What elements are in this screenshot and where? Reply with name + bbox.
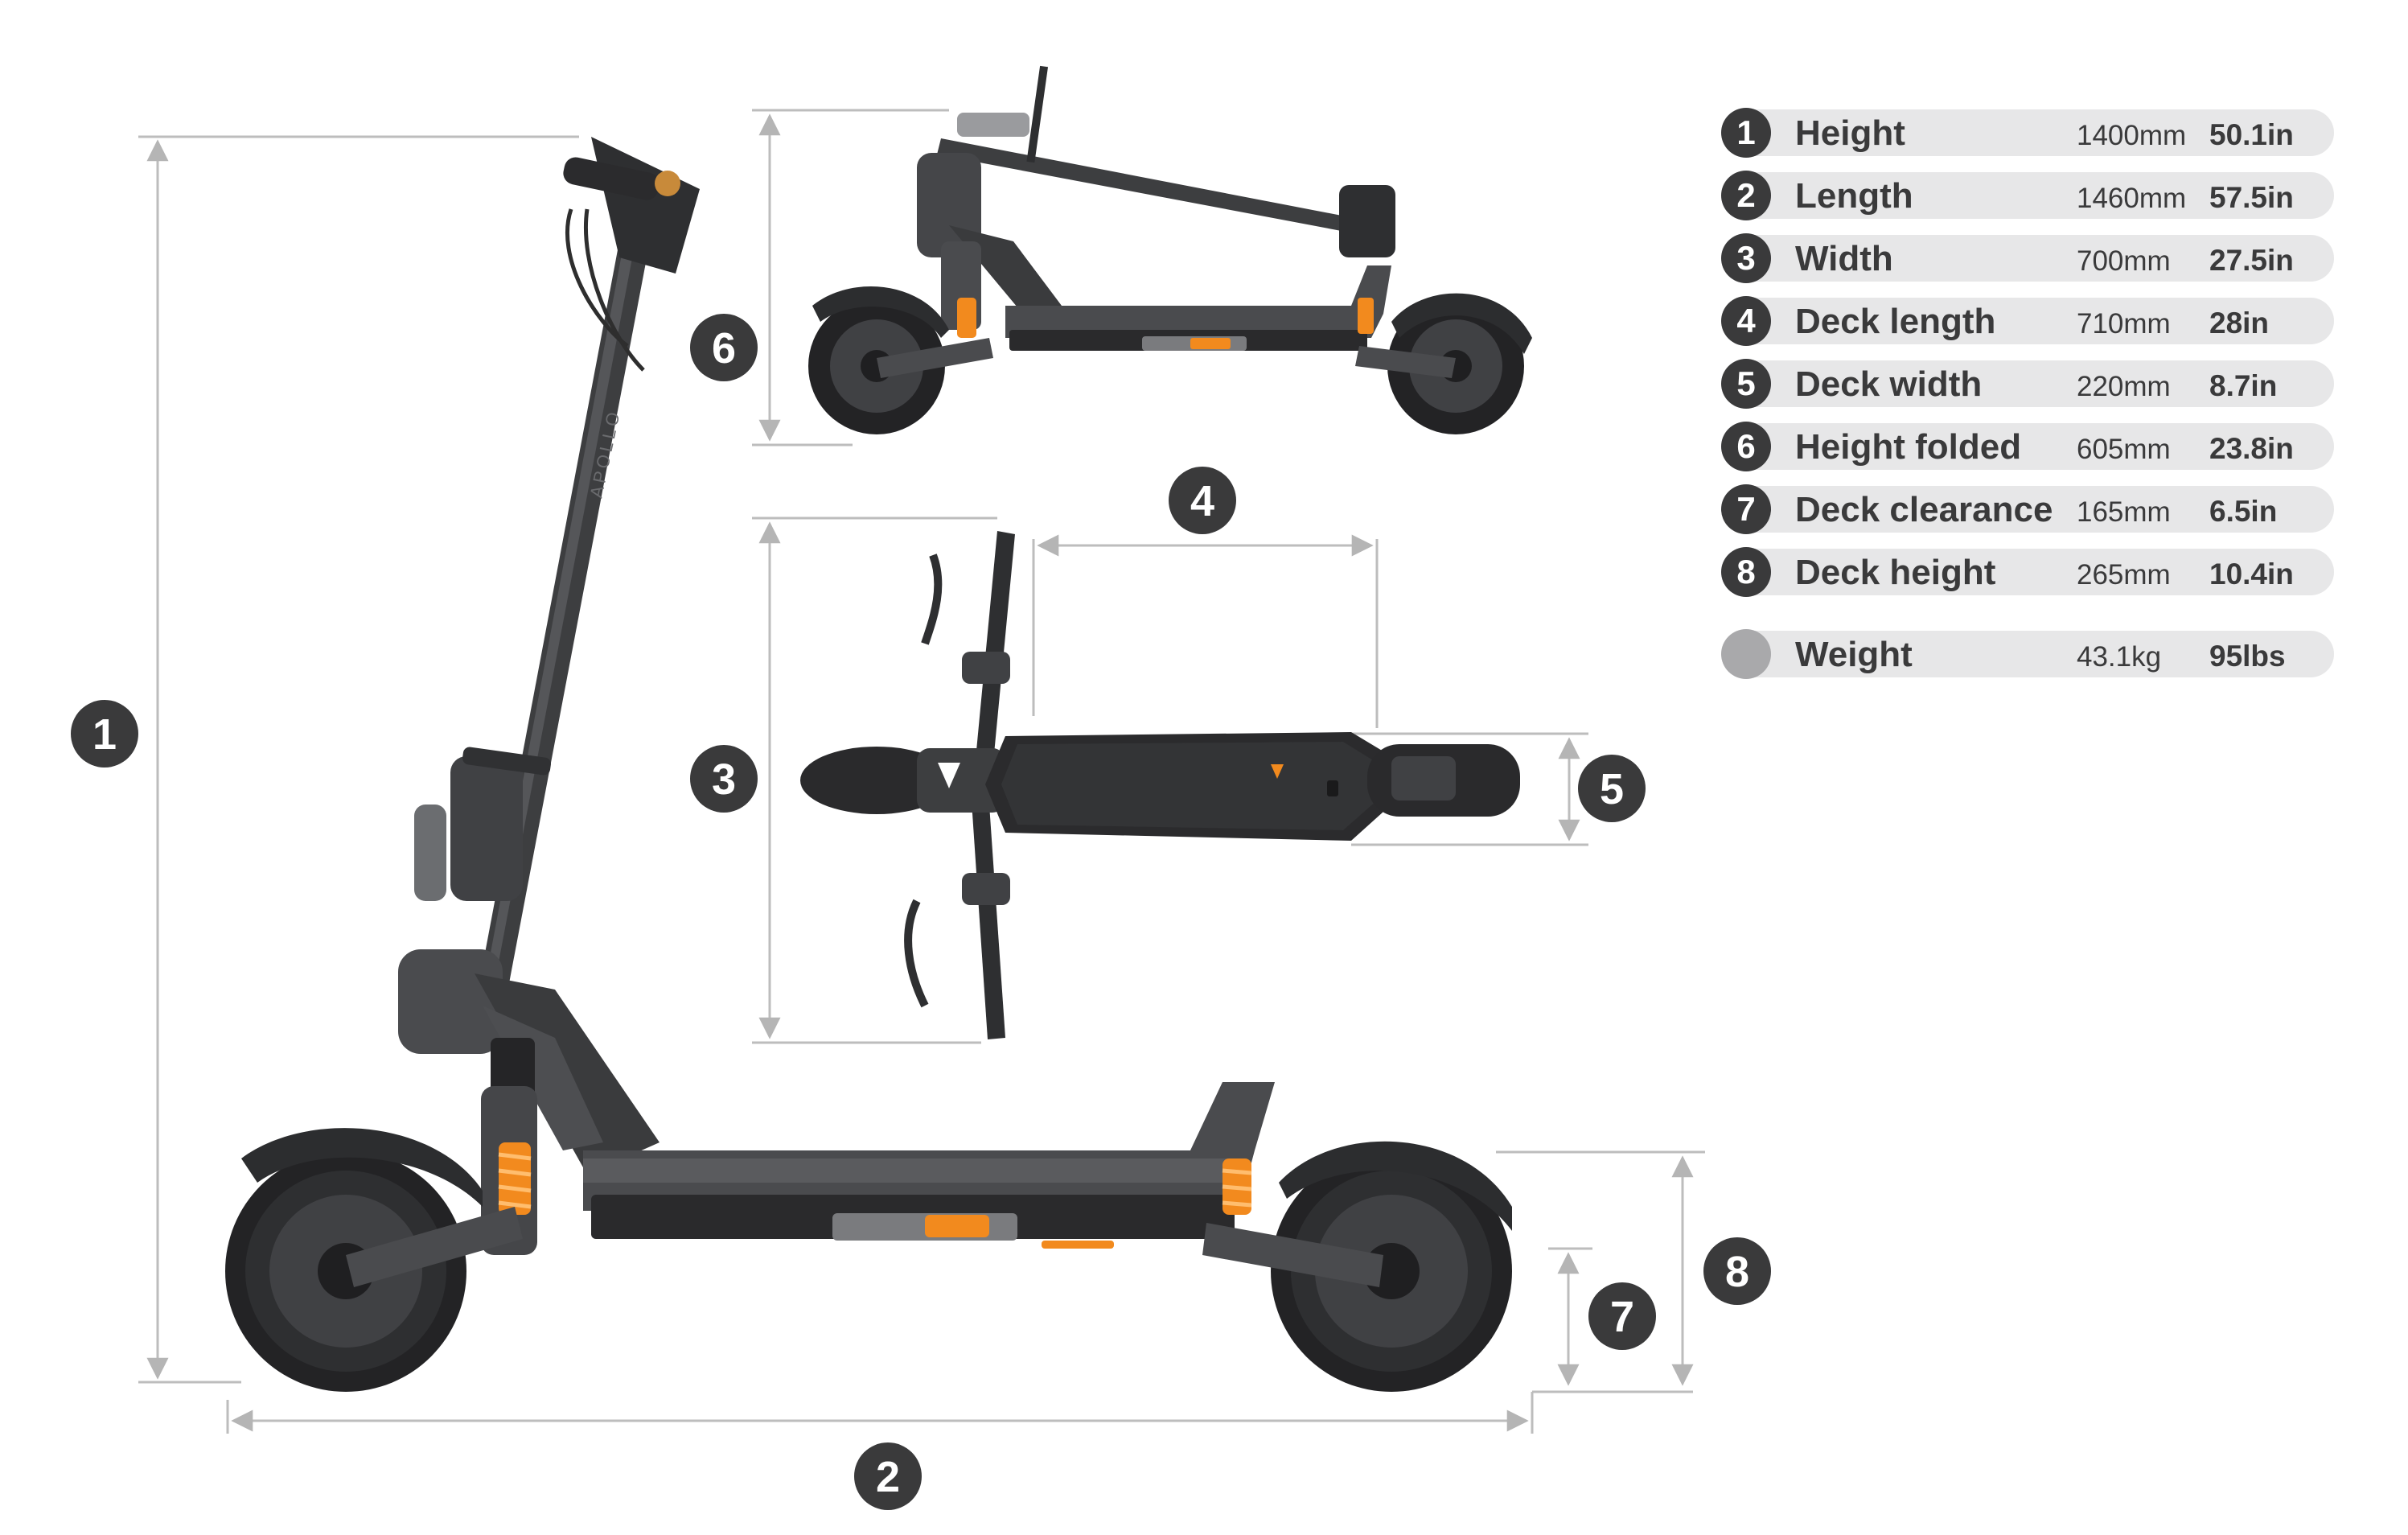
scooter-folded-view <box>808 65 1532 434</box>
spec-row-deck-width: 5 Deck width 220mm 8.7in <box>1721 359 2334 409</box>
callout-7: 7 <box>1610 1293 1634 1341</box>
spec-label: Height <box>1795 113 1905 153</box>
spec-label: Height folded <box>1795 427 2022 467</box>
spec-metric-value: 1400mm <box>2077 120 2187 151</box>
spec-imperial-value: 27.5in <box>2209 244 2294 277</box>
spec-imperial-value: 28in <box>2209 307 2270 340</box>
spec-label: Length <box>1795 176 1913 216</box>
spec-metric-value: 710mm <box>2077 308 2171 340</box>
callout-2: 2 <box>876 1453 900 1501</box>
weight-dot-icon <box>1721 629 1771 679</box>
callout-6: 6 <box>712 324 736 372</box>
spec-label: Width <box>1795 239 1893 278</box>
spec-row-deck-length: 4 Deck length 710mm 28in <box>1721 296 2334 346</box>
spec-badge: 4 <box>1721 296 1771 346</box>
spec-metric-value: 605mm <box>2077 434 2171 465</box>
spec-metric-value: 1460mm <box>2077 183 2187 214</box>
spec-metric-value: 700mm <box>2077 245 2171 277</box>
spec-label: Deck clearance <box>1795 490 2053 529</box>
callout-3: 3 <box>712 755 736 804</box>
spec-row-deck-height: 8 Deck height 265mm 10.4in <box>1721 547 2334 597</box>
spec-badge: 8 <box>1721 547 1771 597</box>
spec-imperial-value: 57.5in <box>2209 181 2294 214</box>
scooter-top-view <box>800 531 1520 1039</box>
spec-imperial-value: 10.4in <box>2209 558 2294 591</box>
spec-metric-value: 220mm <box>2077 371 2171 402</box>
spec-row-deck-clearance: 7 Deck clearance 165mm 6.5in <box>1721 484 2334 534</box>
spec-badge: 3 <box>1721 233 1771 283</box>
spec-badge: 7 <box>1721 484 1771 534</box>
spec-badge: 6 <box>1721 422 1771 471</box>
spec-metric-value: 265mm <box>2077 559 2171 591</box>
spec-row-length: 2 Length 1460mm 57.5in <box>1721 171 2334 220</box>
spec-label: Deck width <box>1795 364 1983 404</box>
spec-label: Deck length <box>1795 302 1996 341</box>
spec-imperial-value: 95lbs <box>2209 640 2286 673</box>
spec-row-width: 3 Width 700mm 27.5in <box>1721 233 2334 283</box>
spec-imperial-value: 6.5in <box>2209 495 2278 528</box>
spec-badge: 2 <box>1721 171 1771 220</box>
scooter-side-view <box>225 137 1512 1392</box>
spec-label: Weight <box>1795 635 1913 674</box>
callout-4: 4 <box>1190 477 1214 525</box>
spec-imperial-value: 50.1in <box>2209 118 2294 151</box>
dimension-callouts: 1 2 3 4 5 6 7 8 <box>71 314 1771 1510</box>
dimension-lines <box>138 109 1705 1434</box>
spec-imperial-value: 23.8in <box>2209 432 2294 465</box>
callout-8: 8 <box>1725 1248 1749 1296</box>
spec-badge: 1 <box>1721 108 1771 158</box>
spec-badge: 5 <box>1721 359 1771 409</box>
spec-row-height-folded: 6 Height folded 605mm 23.8in <box>1721 422 2334 471</box>
spec-table: 1 Height 1400mm 50.1in 2 Length 1460mm 5… <box>1721 108 2334 693</box>
spec-metric-value: 43.1kg <box>2077 641 2162 673</box>
spec-row-weight: Weight 43.1kg 95lbs <box>1721 629 2334 679</box>
spec-row-height: 1 Height 1400mm 50.1in <box>1721 108 2334 158</box>
spec-metric-value: 165mm <box>2077 496 2171 528</box>
spec-label: Deck height <box>1795 553 1996 592</box>
callout-1: 1 <box>92 710 117 759</box>
callout-5: 5 <box>1600 765 1624 813</box>
spec-imperial-value: 8.7in <box>2209 369 2278 402</box>
